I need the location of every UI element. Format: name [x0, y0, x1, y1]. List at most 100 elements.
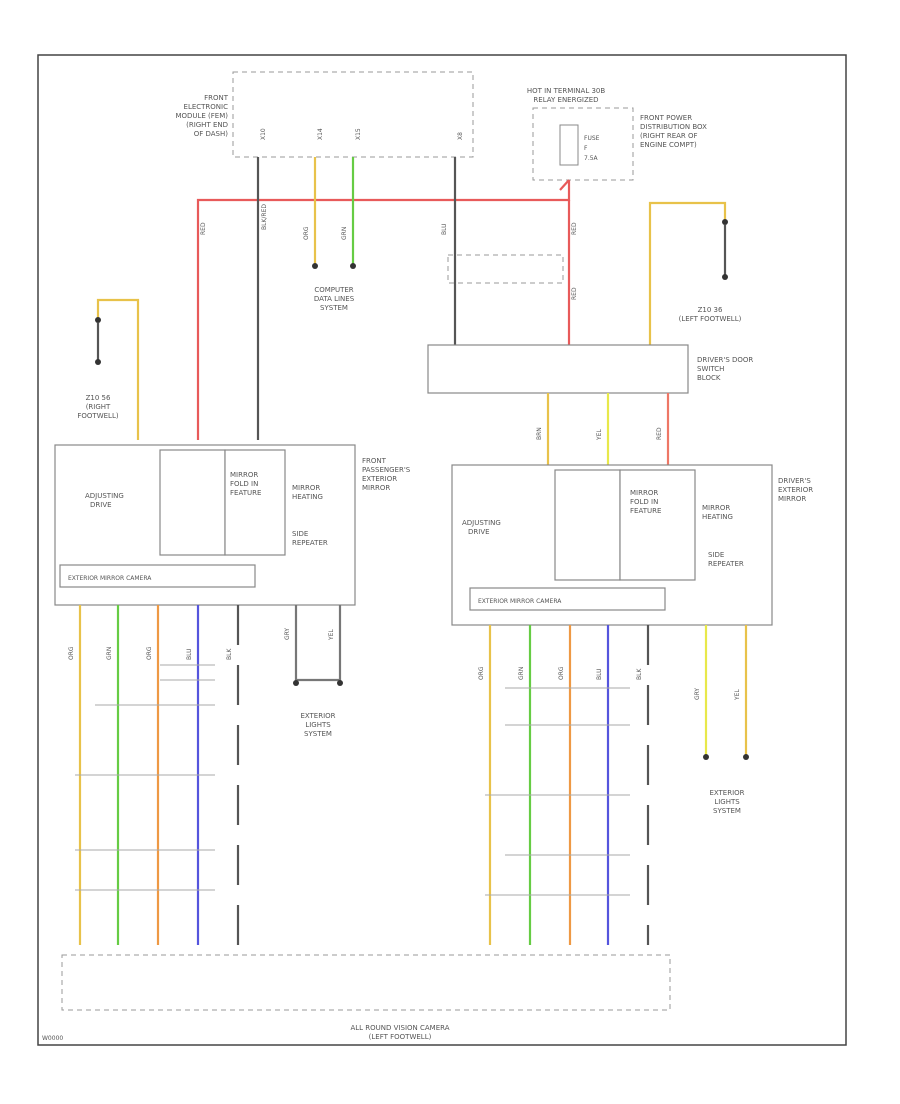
- fpd-label-4: ENGINE COMPT): [640, 141, 697, 149]
- drep-conn-2: [743, 754, 749, 760]
- red-feed-junction: [559, 179, 570, 191]
- cdl-label-2: DATA LINES: [314, 295, 355, 303]
- drep-2: REPEATER: [708, 560, 744, 568]
- prep-w2: YEL: [328, 629, 335, 641]
- prep-w1: GRY: [284, 628, 291, 640]
- driver-camera-box: [469, 587, 666, 611]
- dheat-1: MIRROR: [702, 504, 730, 512]
- arc-label-2: (LEFT FOOTWELL): [369, 1033, 432, 1041]
- dds-label-3: BLOCK: [697, 374, 721, 382]
- diagram-frame: [37, 54, 847, 1046]
- pheat-1: MIRROR: [292, 484, 320, 492]
- dcam-label: EXTERIOR MIRROR CAMERA: [478, 598, 562, 605]
- zleft-label-2: (LEFT FOOTWELL): [679, 315, 742, 323]
- drep-w2: YEL: [734, 689, 741, 701]
- dcam-shields: [485, 687, 630, 896]
- dcam-w4: BLU: [596, 668, 603, 680]
- dext-3: SYSTEM: [713, 807, 741, 815]
- dmirror-1: DRIVER'S: [778, 477, 811, 485]
- pext-2: LIGHTS: [305, 721, 331, 729]
- z1056-ground-wire: [96, 298, 140, 440]
- z1056-ground-connector: [95, 317, 101, 323]
- dcam-w3: ORG: [558, 666, 565, 680]
- pcam-w4: BLU: [186, 648, 193, 660]
- all-round-camera-box: [61, 954, 671, 1011]
- pcam-w1: ORG: [68, 646, 75, 660]
- dds-label-1: DRIVER'S DOOR: [697, 356, 753, 364]
- cdl-label-3: SYSTEM: [320, 304, 348, 312]
- pcam-w3: ORG: [146, 646, 153, 660]
- dcam-w1: ORG: [478, 666, 485, 680]
- driver-fold-box: [619, 469, 696, 581]
- can-orange-label: ORG: [303, 226, 310, 240]
- fem-label-1: FRONT: [204, 94, 229, 102]
- fpd-label-1: FRONT POWER: [640, 114, 692, 122]
- dadj-2: DRIVE: [468, 528, 490, 536]
- pcam-label: EXTERIOR MIRROR CAMERA: [68, 575, 152, 582]
- drep-w1: GRY: [694, 688, 701, 700]
- can-green-label: GRN: [341, 227, 348, 240]
- pext-1: EXTERIOR: [300, 712, 335, 720]
- fuse-label-3: 7.5A: [584, 155, 599, 162]
- zleft-label-1: Z10 36: [698, 306, 723, 314]
- power-dist-dashed-box: [532, 107, 634, 181]
- fpd-label-2: DISTRIBUTION BOX: [640, 123, 707, 131]
- dmirror-3: MIRROR: [778, 495, 806, 503]
- z1036-ground-point: [722, 274, 728, 280]
- prep-1: SIDE: [292, 530, 308, 538]
- driver-motor-box: [554, 469, 621, 581]
- hot-label-1: HOT IN TERMINAL 30B: [527, 87, 606, 95]
- pcam-w5: BLK: [226, 648, 233, 660]
- dcam-w2: GRN: [518, 667, 525, 680]
- splice-dashed-box: [447, 254, 564, 284]
- fem-label-4: (RIGHT END: [186, 121, 228, 129]
- door-out-label-2: YEL: [596, 429, 603, 441]
- pfold-2: FOLD IN: [230, 480, 258, 488]
- dext-1: EXTERIOR: [709, 789, 744, 797]
- left-feed-blk-label: BLK/RED: [261, 204, 268, 230]
- fem-label-3: MODULE (FEM): [175, 112, 228, 120]
- pmirror-1: FRONT: [362, 457, 387, 465]
- padj-1: ADJUSTING: [85, 492, 124, 500]
- z1036-ground-wire: [648, 201, 727, 345]
- can-green-connector: [350, 263, 356, 269]
- pmirror-4: MIRROR: [362, 484, 390, 492]
- drep-conn-1: [703, 754, 709, 760]
- red-feed-left-wire: [196, 180, 571, 440]
- dheat-2: HEATING: [702, 513, 733, 521]
- fuse-symbol: [559, 124, 579, 166]
- fpd-label-3: (RIGHT REAR OF: [640, 132, 698, 140]
- zright-label-1: Z10 56: [86, 394, 111, 402]
- dmirror-2: EXTERIOR: [778, 486, 813, 494]
- pcam-w2: GRN: [106, 647, 113, 660]
- fem-pin-4: X8: [457, 132, 464, 140]
- prep-wires: [294, 605, 342, 682]
- fem-label: FRONT ELECTRONIC MODULE (FEM) (RIGHT END…: [175, 94, 228, 138]
- passenger-camera-box: [59, 564, 256, 588]
- pfold-3: FEATURE: [230, 489, 261, 497]
- padj-2: DRIVE: [90, 501, 112, 509]
- fem-dashed-box: [232, 71, 474, 158]
- fuse-label-1: FUSE: [584, 135, 600, 142]
- passenger-motor-box: [159, 449, 226, 556]
- pmirror-3: EXTERIOR: [362, 475, 397, 483]
- pfold-1: MIRROR: [230, 471, 258, 479]
- drep-1: SIDE: [708, 551, 724, 559]
- arc-label-1: ALL ROUND VISION CAMERA: [350, 1024, 449, 1032]
- can-orange-connector: [312, 263, 318, 269]
- dfold-1: MIRROR: [630, 489, 658, 497]
- door-switch-block: [427, 344, 689, 394]
- right-feed-blu-label: BLU: [441, 223, 448, 235]
- door-out-label-3: RED: [656, 427, 663, 440]
- dfold-2: FOLD IN: [630, 498, 658, 506]
- z1056-ground-point: [95, 359, 101, 365]
- fem-pin-3: X15: [355, 128, 362, 140]
- right-feed-red-label: RED: [571, 222, 578, 235]
- hot-label-2: RELAY ENERGIZED: [533, 96, 598, 104]
- zright-label-3: FOOTWELL): [77, 412, 118, 420]
- right-feed-red-label-2: RED: [571, 287, 578, 300]
- left-feed-red-label: RED: [200, 222, 207, 235]
- dext-2: LIGHTS: [714, 798, 740, 806]
